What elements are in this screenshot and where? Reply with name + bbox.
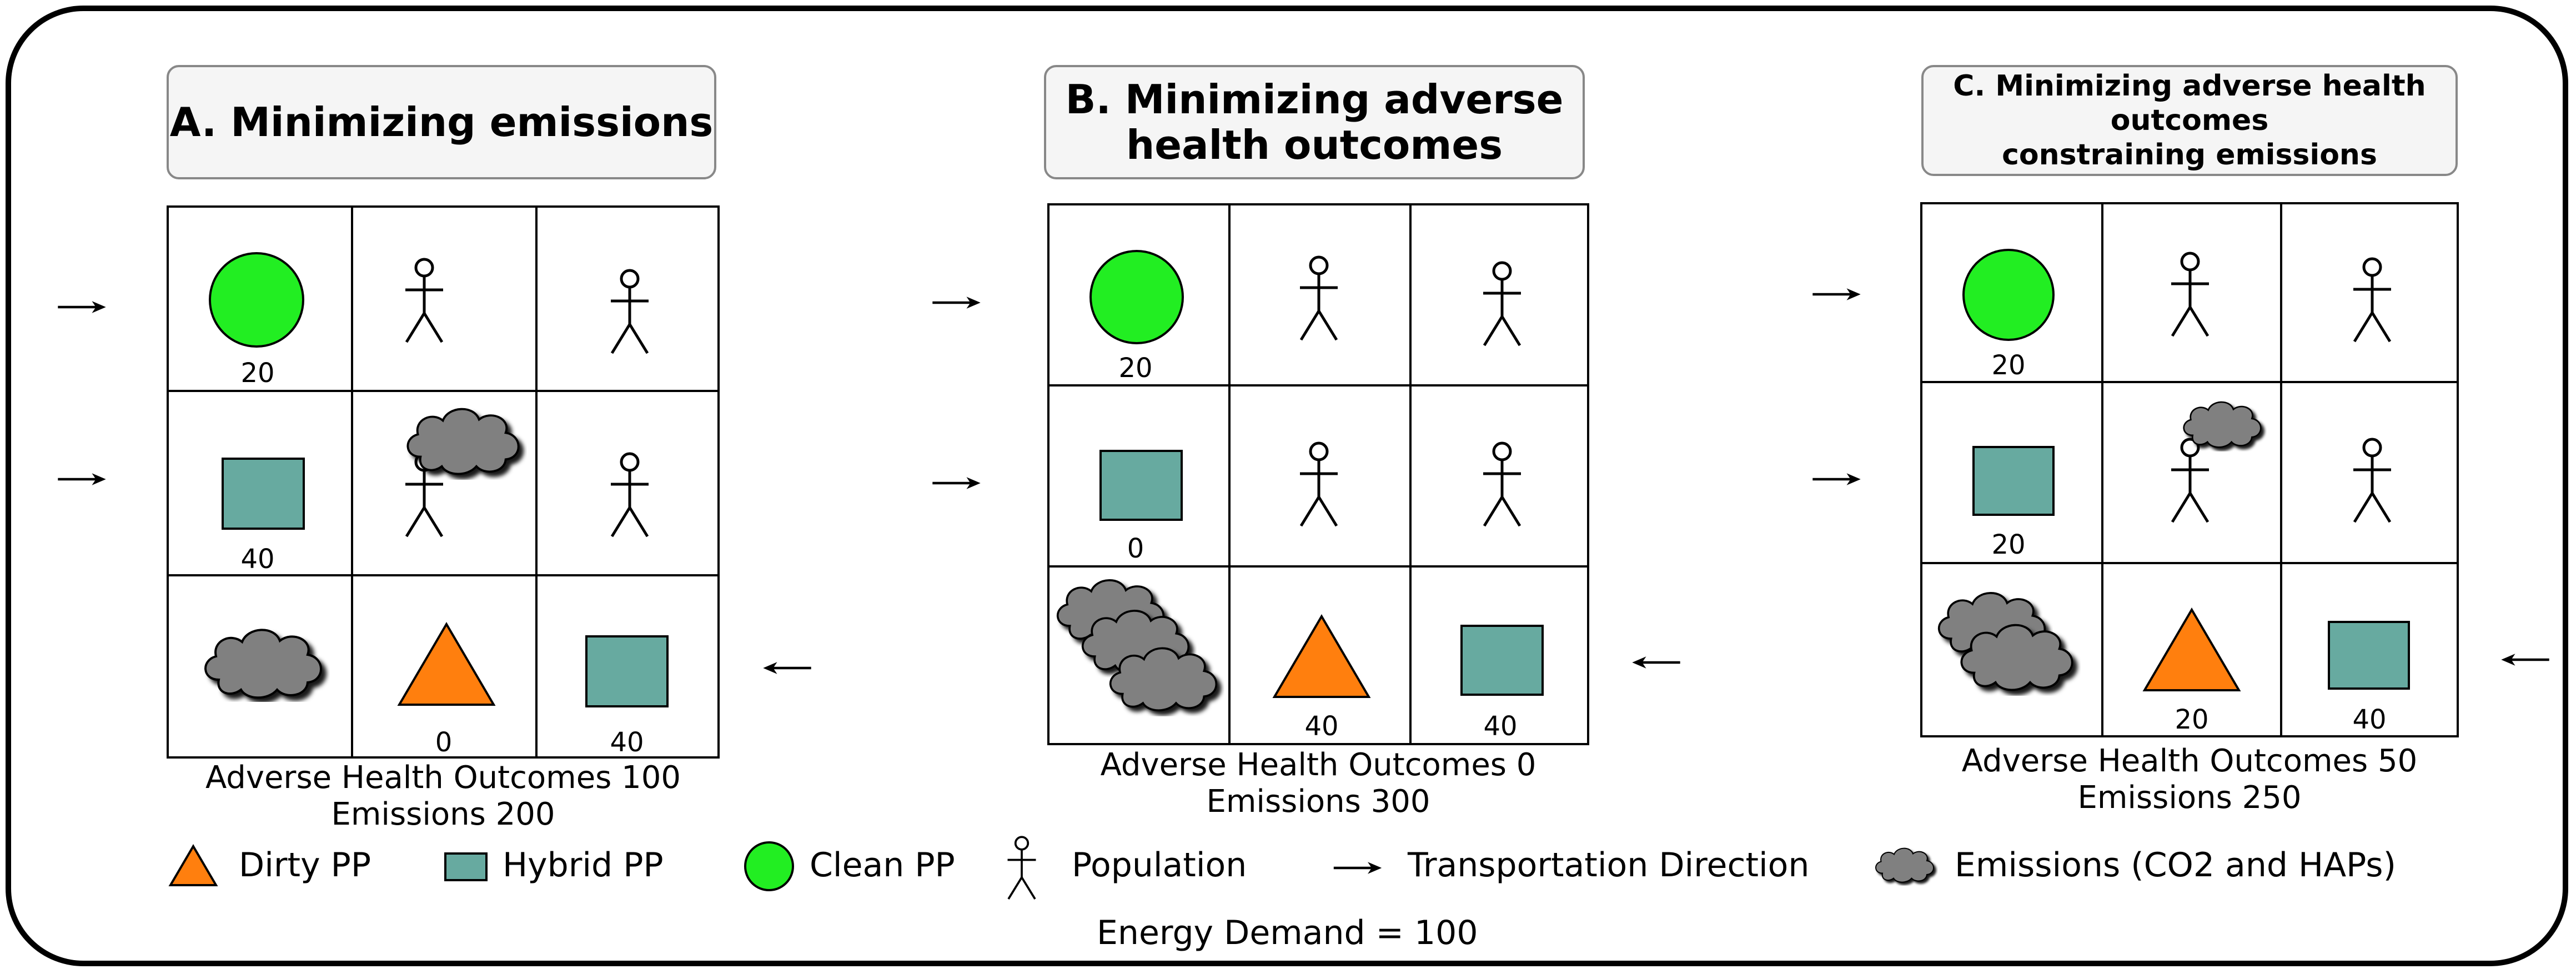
cell-value: 0 [1127,533,1144,564]
hybrid-pp-legend-icon [444,852,488,881]
population-icon [402,258,446,347]
panel-b-grid: 20 0 40 40 [1047,203,1589,745]
cell-value: 0 [435,727,453,758]
hybrid-pp-square [1460,625,1544,696]
panel-a-title: A. Minimizing emissions [167,65,716,179]
cell-value: 20 [1991,529,2026,560]
panel-c-grid: 20 20 20 40 [1920,202,2459,737]
emissions-cloud-icon [1102,636,1224,716]
population-icon [1480,261,1524,350]
legend-population-label: Population [1072,846,1247,885]
dirty-pp-triangle [2142,608,2241,691]
cell-value: 20 [1991,350,2026,381]
legend-hybrid-pp-label: Hybrid PP [503,846,664,885]
population-icon [2350,438,2394,526]
panel-a-grid: 20 40 0 40 [167,205,720,759]
transport-arrow-icon [930,293,983,313]
legend-transport-label: Transportation Direction [1408,846,1810,885]
panel-b-caption: Adverse Health Outcomes 0 Emissions 300 [1100,747,1536,820]
population-icon [1297,441,1341,530]
transport-arrow-icon [1810,469,1863,489]
clean-pp-circle [1089,250,1184,344]
emissions-cloud-icon [1953,612,2081,696]
clean-pp-circle [1962,249,2055,341]
legend-emissions-label: Emissions (CO2 and HAPs) [1955,846,2396,885]
energy-demand-footer: Energy Demand = 100 [1097,913,1478,952]
transport-arrow-icon [2499,650,2552,670]
emissions-cloud-icon [197,619,330,702]
cell-value: 40 [240,544,275,575]
population-icon [2350,257,2394,346]
dirty-pp-triangle [1272,614,1371,698]
emissions-cloud-icon [399,396,527,480]
cell-value: 20 [2175,704,2209,735]
population-legend-icon [1005,836,1038,902]
cell-value: 20 [1118,353,1153,384]
dirty-pp-legend-icon [168,844,218,886]
hybrid-pp-square [1972,446,2055,516]
population-icon [607,269,652,358]
cell-value: 40 [1483,711,1518,742]
transport-arrow-icon [761,658,814,678]
transport-arrow-icon [56,297,108,317]
transport-arrow-legend-icon [1327,858,1388,878]
cell-value: 20 [240,358,275,389]
emissions-cloud-icon [2178,393,2267,451]
legend-dirty-pp-label: Dirty PP [239,846,371,885]
transport-arrow-icon [56,469,108,489]
cell-value: 40 [610,727,644,758]
hybrid-pp-square [222,458,305,530]
panel-a-caption: Adverse Health Outcomes 100 Emissions 20… [205,760,681,832]
transport-arrow-icon [1630,652,1683,672]
population-icon [1480,441,1524,530]
cell-value: 40 [1304,711,1339,742]
legend-clean-pp-label: Clean PP [810,846,955,885]
panel-c-caption: Adverse Health Outcomes 50 Emissions 250 [1961,743,2418,816]
hybrid-pp-square [2328,621,2410,690]
emissions-legend-icon [1871,841,1938,886]
panel-b-title: B. Minimizing adverse health outcomes [1044,65,1585,179]
clean-pp-legend-icon [744,841,794,891]
population-icon [607,452,652,541]
panel-c-title: C. Minimizing adverse health outcomes co… [1921,65,2458,176]
clean-pp-circle [209,252,304,348]
transport-arrow-icon [930,473,983,493]
hybrid-pp-square [1099,450,1183,521]
population-icon [2168,252,2212,340]
transport-arrow-icon [1810,284,1863,304]
dirty-pp-triangle [397,622,496,706]
hybrid-pp-square [585,635,669,707]
cell-value: 40 [2352,704,2387,735]
population-icon [1297,255,1341,344]
